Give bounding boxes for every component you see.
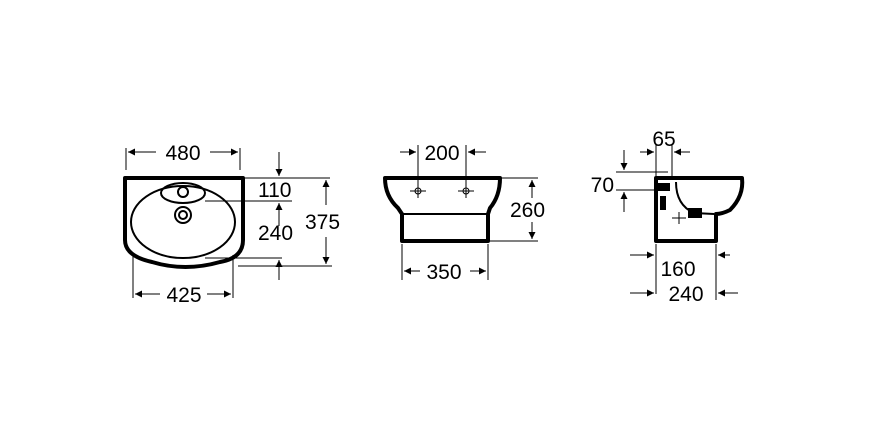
- fixing-hole-left-icon: [410, 184, 426, 198]
- dim-label-240-side: 240: [668, 283, 703, 306]
- wall-bracket: [656, 183, 670, 191]
- tap-hole-icon: [177, 186, 189, 198]
- dim-label-65: 65: [652, 128, 675, 151]
- basin-front-outline: [383, 176, 502, 243]
- dim-label-425: 425: [166, 284, 201, 307]
- dim-label-110: 110: [258, 179, 291, 202]
- drain-inner: [178, 210, 188, 220]
- side-fixing-icon: [672, 212, 686, 224]
- dim-label-375: 375: [305, 211, 340, 234]
- dim-label-260: 260: [510, 199, 545, 222]
- top-view: 480 425 110 240 375: [123, 142, 340, 307]
- drain-icon: [174, 206, 192, 224]
- side-view: 65 70 160 240: [591, 128, 745, 306]
- fixing-hole-right-icon: [458, 184, 474, 198]
- dim-label-200: 200: [424, 142, 459, 165]
- tap-hole-outline: [160, 182, 206, 204]
- dim-label-70: 70: [591, 174, 614, 197]
- dim-label-240-drain: 240: [258, 222, 293, 245]
- dim-label-480: 480: [165, 142, 200, 165]
- dim-label-350: 350: [426, 261, 461, 284]
- drain-block: [688, 208, 702, 218]
- dim-label-160: 160: [660, 258, 695, 281]
- front-view: 200 350 260: [383, 142, 545, 284]
- wall-bracket-slot: [660, 196, 666, 210]
